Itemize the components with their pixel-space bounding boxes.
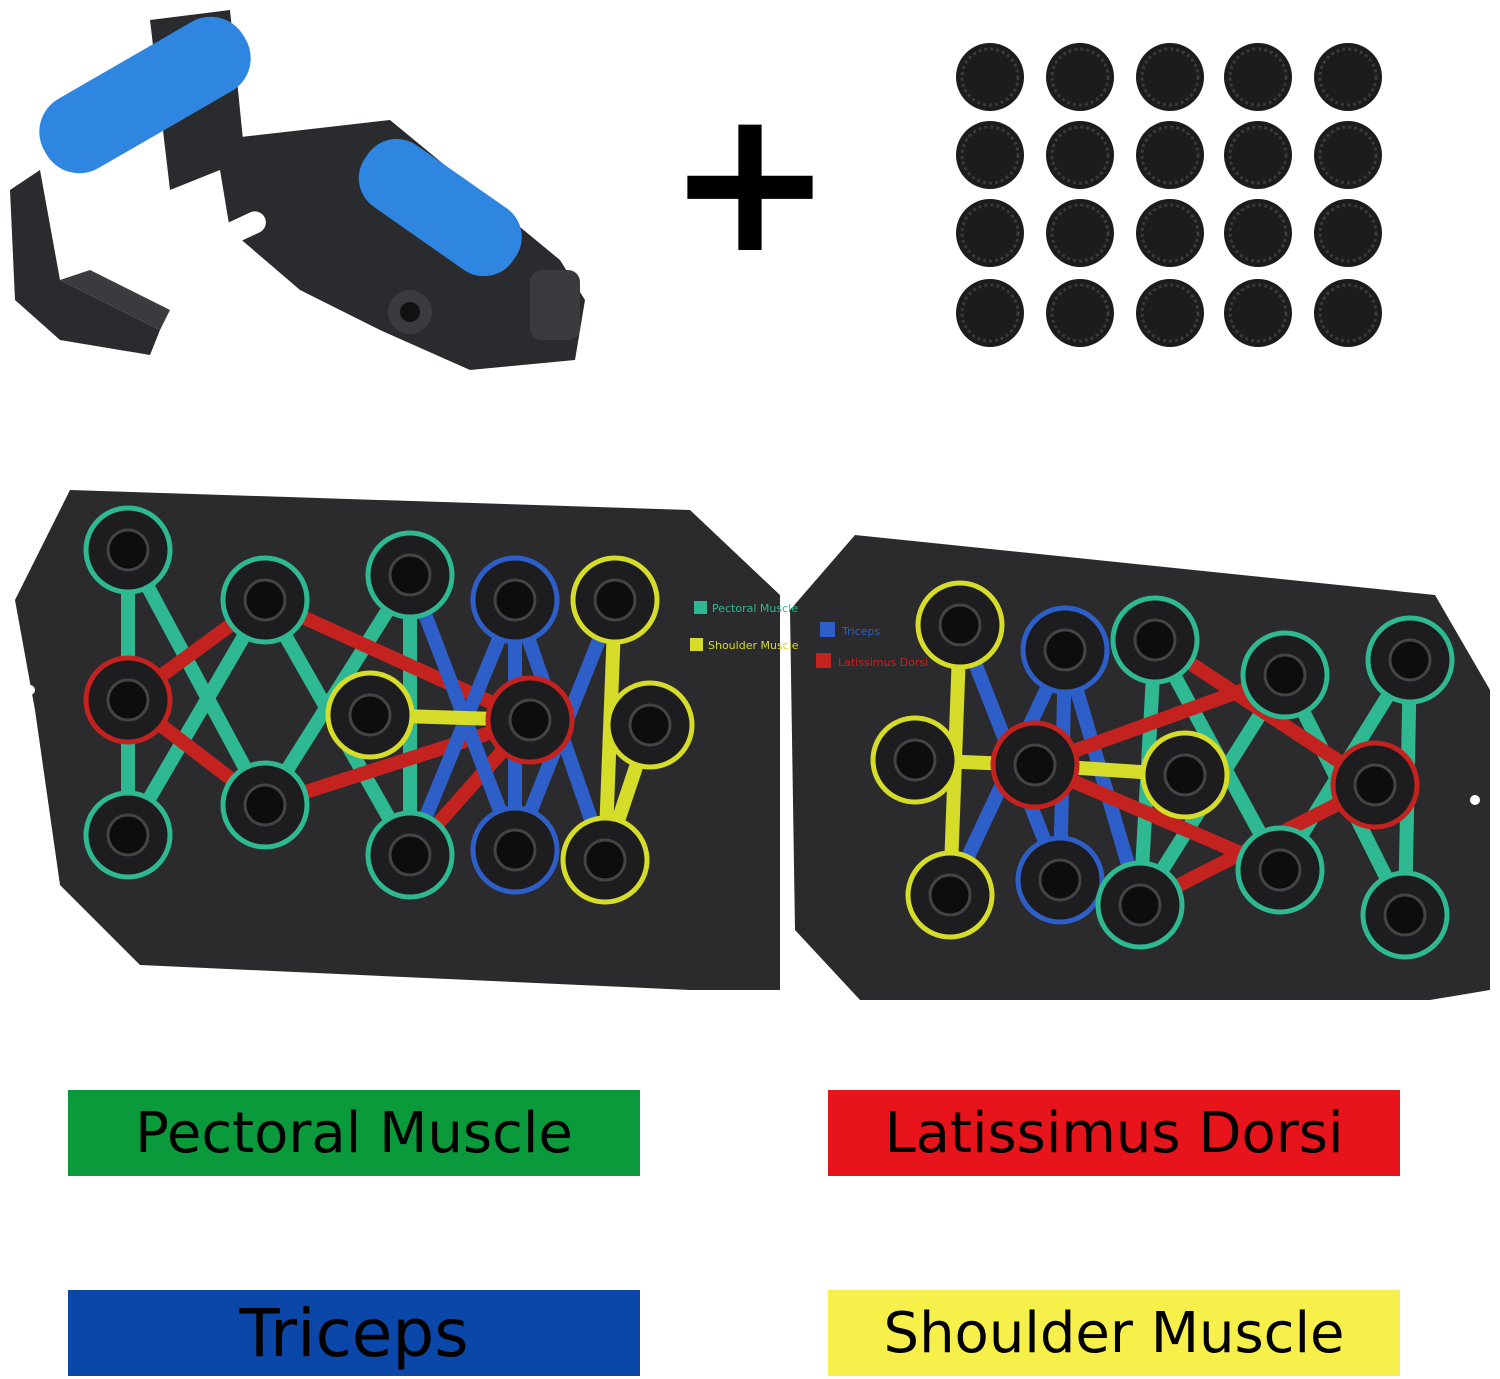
- pad: [1224, 121, 1292, 189]
- label-text: Latissimus Dorsi: [884, 1100, 1344, 1166]
- pad: [1314, 43, 1382, 111]
- pad: [1314, 199, 1382, 267]
- pad: [956, 279, 1024, 347]
- muscle-line: [121, 596, 272, 839]
- muscle-line: [121, 546, 272, 809]
- push-up-handles: [10, 10, 585, 370]
- pad: [956, 199, 1024, 267]
- legend-latissimus: Latissimus Dorsi: [838, 656, 928, 669]
- legend-triceps: Triceps: [841, 625, 880, 638]
- legend-pectoral: Pectoral Muscle: [712, 602, 798, 615]
- pad: [1136, 43, 1204, 111]
- pad: [1136, 199, 1204, 267]
- pad: [1224, 43, 1292, 111]
- pad: [1046, 121, 1114, 189]
- pad: [1046, 279, 1114, 347]
- muscle-line: [403, 597, 522, 858]
- legend-shoulder: Shoulder Muscle: [708, 639, 799, 652]
- plus-icon: +: [666, 65, 834, 298]
- label-text: Triceps: [239, 1294, 469, 1372]
- pad: [1314, 121, 1382, 189]
- non-slip-pads: [956, 43, 1382, 347]
- label-shoulder-muscle: Shoulder Muscle: [828, 1290, 1400, 1376]
- board-legend: Pectoral Muscle Shoulder Muscle Triceps …: [690, 601, 928, 669]
- pad: [1136, 121, 1204, 189]
- label-latissimus-dorsi: Latissimus Dorsi: [828, 1090, 1400, 1176]
- pad: [1046, 199, 1114, 267]
- label-text: Pectoral Muscle: [135, 1100, 573, 1166]
- pad: [956, 43, 1024, 111]
- label-triceps: Triceps: [68, 1290, 640, 1376]
- pad: [1224, 199, 1292, 267]
- pad: [1136, 279, 1204, 347]
- pad: [1224, 279, 1292, 347]
- label-pectoral-muscle: Pectoral Muscle: [68, 1090, 640, 1176]
- pad: [1314, 279, 1382, 347]
- label-text: Shoulder Muscle: [883, 1300, 1345, 1366]
- muscle-line: [262, 713, 533, 812]
- pad: [1046, 43, 1114, 111]
- pad: [956, 121, 1024, 189]
- muscle-line: [262, 593, 533, 727]
